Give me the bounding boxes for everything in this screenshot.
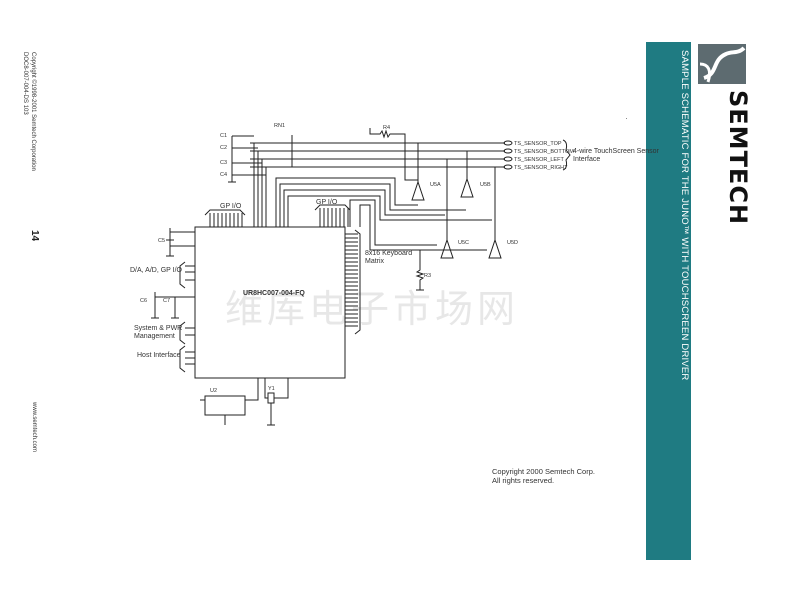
brace [562,139,571,171]
buffer-u5b [460,177,474,198]
semtech-logo-icon [698,44,746,84]
dac-group-label: D/A, A/D, GP I/O [130,267,183,274]
sensor-signal: TS_SENSOR_TOP [514,141,562,147]
sensor-signal: TS_SENSOR_BOTTOM [514,149,574,155]
y1-label: Y1 [268,386,275,392]
cap-label: C2 [220,145,227,151]
cap-label: C3 [220,160,227,166]
u2-label: U2 [210,388,217,394]
chip-label: UR8HC007-004-FQ [243,290,305,297]
buffer-u5d [488,238,502,259]
u2-body [204,395,246,416]
keyboard-label: 8x16 Keyboard [365,250,412,257]
host-group-label: Host Interface [137,352,181,359]
buffer-u5c [440,238,454,259]
sensor-signal: TS_SENSOR_RIGHT [514,165,568,171]
footer-copyright: Copyright 2000 Semtech Corp. All rights … [492,467,595,485]
chip-body [194,226,346,379]
pwr-group-label: System & PWR [134,325,182,332]
rn1-label: RN1 [274,123,285,129]
buffer-u5a [411,180,425,201]
cap-label: C5 [158,238,165,244]
dot [626,118,627,119]
sensor-signal: TS_SENSOR_LEFT [514,157,564,163]
watermark: 维库电子市场网 [225,287,520,331]
cap-label: C4 [220,172,227,178]
sensor-interface-label: 4-wire TouchScreen Sensor [573,148,660,155]
sensor-interface-label: Interface [573,156,600,163]
cap-label: C6 [140,298,147,304]
rights-line: All rights reserved. [492,476,555,485]
buffer-label: U5A [430,182,441,188]
r3-label: R3 [424,273,431,279]
title-band [646,42,691,560]
buffer-label: U5C [458,240,469,246]
copyright-line: Copyright 2000 Semtech Corp. [492,467,595,476]
cap-label: C7 [163,298,170,304]
cap-label: C1 [220,133,227,139]
gpio-label: GP I/O [316,199,338,206]
pwr-group-label: Management [134,333,175,340]
r4-label: R4 [383,125,390,131]
crystal-y1 [267,392,275,404]
buffer-label: U5B [480,182,491,188]
gpio-label: GP I/O [220,203,242,210]
keyboard-label: Matrix [365,258,385,265]
buffer-label: U5D [507,240,518,246]
